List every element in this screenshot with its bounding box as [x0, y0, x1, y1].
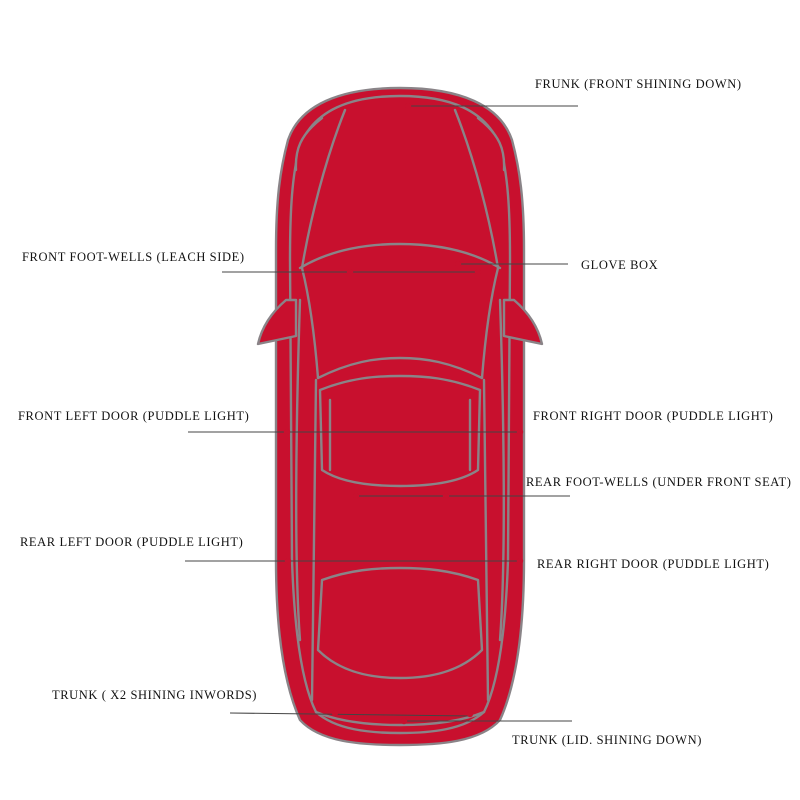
label-rear-foot-wells: REAR FOOT-WELLS (UNDER FRONT SEAT) [526, 475, 792, 489]
label-glove-box: GLOVE BOX [581, 258, 659, 272]
marker-rear-left-door [284, 557, 292, 565]
marker-trunk-right [466, 710, 474, 718]
label-rear-left-door: REAR LEFT DOOR (PUDDLE LIGHT) [20, 535, 244, 549]
marker-rear-right-door [516, 557, 524, 565]
label-front-right-door: FRONT RIGHT DOOR (PUDDLE LIGHT) [533, 409, 774, 423]
marker-front-right-door [516, 428, 524, 436]
label-frunk: FRUNK (FRONT SHINING DOWN) [535, 77, 742, 91]
label-front-foot-wells: FRONT FOOT-WELLS (LEACH SIDE) [22, 250, 245, 264]
marker-trunk-lid [400, 717, 408, 725]
marker-trunk-left [331, 709, 339, 717]
marker-rear-footwell-left [352, 492, 360, 500]
marker-front-footwell-left [346, 268, 354, 276]
label-rear-right-door: REAR RIGHT DOOR (PUDDLE LIGHT) [537, 557, 770, 571]
label-front-left-door: FRONT LEFT DOOR (PUDDLE LIGHT) [18, 409, 250, 423]
marker-front-left-door [283, 428, 291, 436]
marker-rear-footwell-right [442, 492, 450, 500]
label-trunk-x2: TRUNK ( X2 SHINING INWORDS) [52, 688, 258, 702]
light-markers [283, 102, 524, 725]
marker-front-footwell-right [474, 268, 482, 276]
marker-glove-box [454, 260, 462, 268]
marker-frunk [404, 102, 412, 110]
label-trunk-lid: TRUNK (LID. SHINING DOWN) [512, 733, 702, 747]
